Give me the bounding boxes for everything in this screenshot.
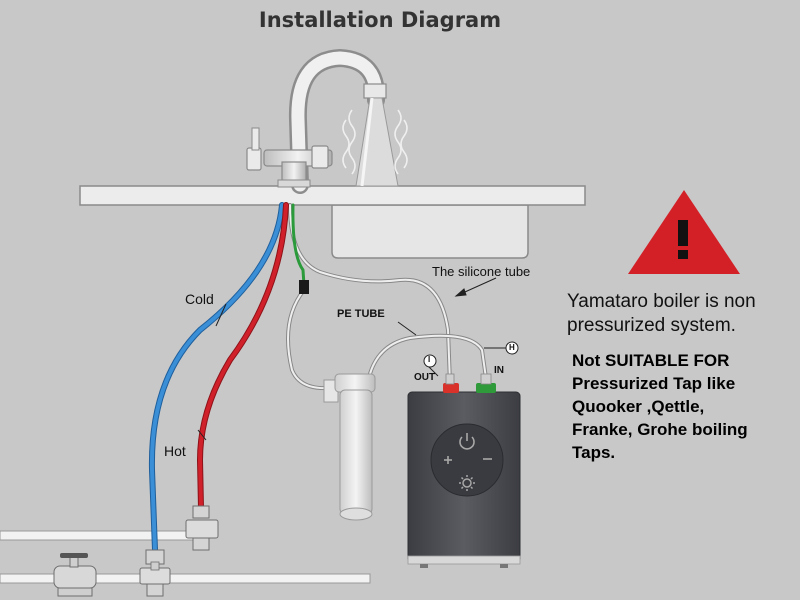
label-hot: Hot bbox=[164, 443, 186, 459]
marker-i bbox=[423, 354, 437, 368]
label-out: OUT bbox=[414, 372, 436, 383]
note-line: pressurized system. bbox=[567, 315, 736, 336]
power-icon bbox=[459, 433, 475, 450]
marker-i-text: I bbox=[428, 355, 431, 364]
sink-basin bbox=[331, 204, 529, 259]
label-silicone-tube: The silicone tube bbox=[432, 264, 531, 279]
warning-triangle-icon bbox=[628, 190, 740, 274]
warning-line: Quooker ,Qettle, bbox=[572, 397, 705, 416]
valve-hot bbox=[185, 505, 219, 551]
marker-h bbox=[505, 341, 519, 355]
compatibility-warning: Not SUITABLE FOR Pressurized Tap like Qu… bbox=[572, 349, 748, 464]
warning-line: Franke, Grohe boiling bbox=[572, 420, 748, 439]
leader-lines bbox=[197, 277, 506, 441]
marker-h-text: H bbox=[509, 343, 515, 352]
boiling-water-tap bbox=[246, 48, 387, 194]
label-pe-tube: PE TUBE bbox=[337, 308, 385, 320]
valve-cold bbox=[139, 549, 171, 597]
out-connector bbox=[443, 383, 459, 393]
steam-lines bbox=[342, 109, 408, 175]
note-line: Yamataro boiler is non bbox=[567, 291, 756, 312]
inline-connector bbox=[299, 280, 309, 294]
in-connector bbox=[476, 383, 496, 393]
water-filter bbox=[323, 373, 376, 521]
label-cold: Cold bbox=[185, 291, 214, 307]
boiler-unit bbox=[407, 373, 521, 568]
system-note: Yamataro boiler is non pressurized syste… bbox=[567, 290, 756, 338]
warning-line: Not SUITABLE FOR bbox=[572, 351, 730, 370]
valve-icon bbox=[53, 553, 97, 597]
water-stream bbox=[342, 97, 408, 187]
settings-gear-icon bbox=[459, 475, 475, 491]
hoses bbox=[148, 202, 488, 553]
plus-icon bbox=[444, 456, 452, 464]
warning-line: Pressurized Tap like bbox=[572, 374, 736, 393]
warning-line: Taps. bbox=[572, 443, 616, 462]
label-in: IN bbox=[494, 365, 504, 376]
countertop bbox=[79, 185, 586, 206]
diagram-title: Installation Diagram bbox=[258, 8, 502, 32]
